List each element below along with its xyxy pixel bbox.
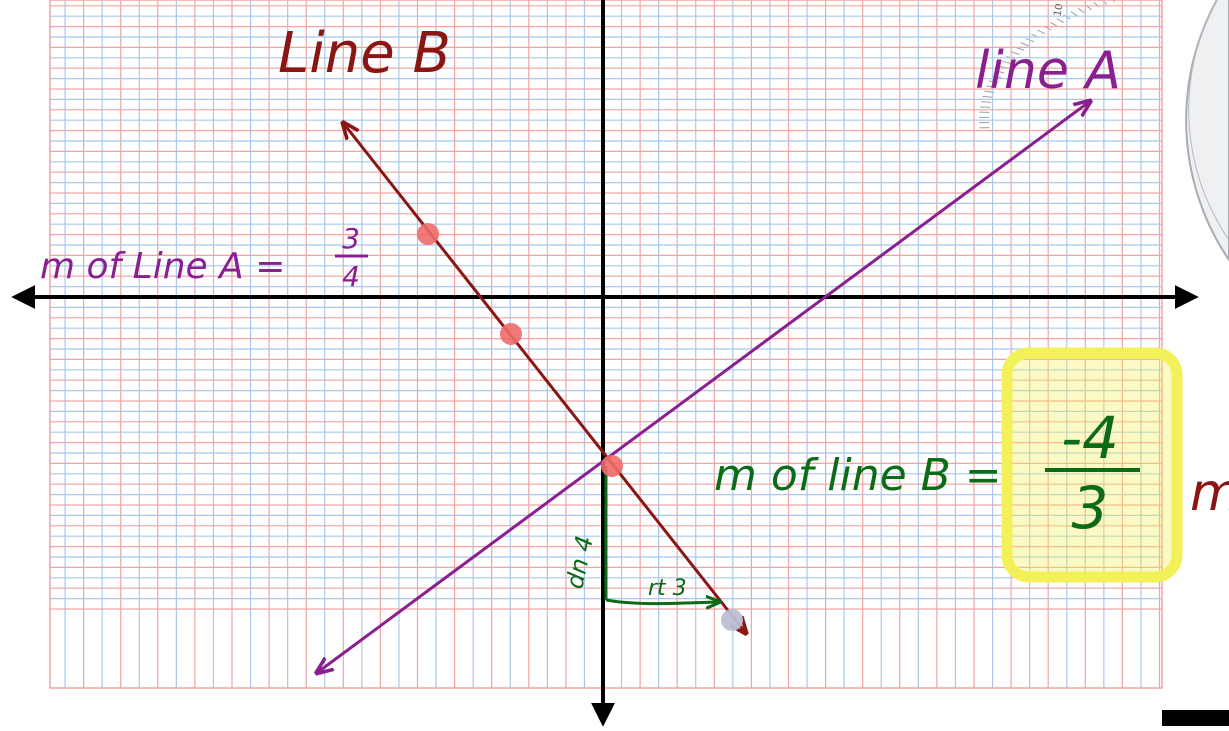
slope-b-numerator: -4: [1061, 404, 1119, 472]
line-b: [344, 124, 745, 632]
line-b-label: Line B: [278, 21, 451, 86]
point-2: [500, 323, 522, 345]
slope-b-prefix: m of line B =: [714, 450, 1002, 501]
point-3: [601, 455, 623, 477]
protractor-tick: [1078, 8, 1084, 12]
protractor-tick: [1071, 12, 1077, 16]
protractor-tick: [1057, 19, 1064, 23]
line-a-label: line A: [975, 41, 1121, 101]
bottom-right-bar: [1162, 710, 1229, 726]
point-1: [417, 223, 439, 245]
slope-a-prefix: m of Line A =: [40, 246, 285, 287]
slope-b-denominator: 3: [1072, 474, 1109, 542]
protractor-tick: [980, 107, 990, 108]
slope-a-numerator: 3: [342, 222, 360, 255]
cut-off-letter: m: [1190, 463, 1229, 523]
protractor-tick: [1050, 22, 1057, 26]
protractor-tick: [981, 102, 991, 103]
protractor-tick: [1037, 30, 1045, 34]
point-4: [721, 609, 743, 631]
line-a: [318, 102, 1089, 672]
slope-a-label: m of Line A = 3 4: [40, 222, 368, 293]
run-label: rt 3: [648, 576, 687, 601]
slope-a-denominator: 4: [342, 260, 360, 293]
